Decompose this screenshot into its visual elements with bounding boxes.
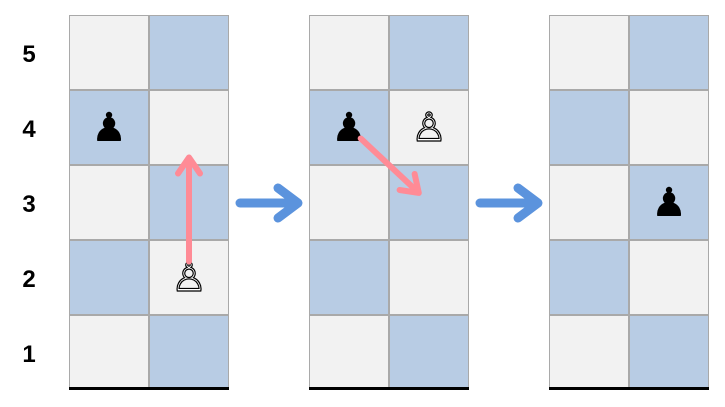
rank-label-5: 5 [22, 41, 36, 68]
square-b2 [389, 240, 469, 315]
square-b1 [149, 315, 229, 390]
board-bottom-edge [69, 387, 229, 390]
square-a2 [309, 240, 389, 315]
square-a3 [69, 165, 149, 240]
square-a5 [69, 15, 149, 90]
rank-label-1: 1 [22, 341, 36, 368]
square-b2 [629, 240, 709, 315]
square-b3 [149, 165, 229, 240]
board-bottom-edge [549, 387, 709, 390]
square-a2 [549, 240, 629, 315]
square-a1 [309, 315, 389, 390]
rank-label-2: 2 [22, 266, 36, 293]
board-step-3: ♟ [549, 15, 709, 390]
transition-arrow-icon [235, 183, 303, 223]
square-b3 [629, 165, 709, 240]
board-step-1: ♟♙ [69, 15, 229, 390]
square-b5 [629, 15, 709, 90]
square-b4 [629, 90, 709, 165]
black-pawn-icon: ♟ [91, 104, 127, 151]
square-b5 [389, 15, 469, 90]
square-a5 [309, 15, 389, 90]
square-a4 [549, 90, 629, 165]
rank-label-3: 3 [22, 191, 36, 218]
black-pawn-icon: ♟ [331, 104, 367, 151]
square-a1 [549, 315, 629, 390]
square-a2 [69, 240, 149, 315]
square-b1 [389, 315, 469, 390]
rank-label-4: 4 [22, 116, 36, 143]
white-pawn-icon: ♙ [410, 104, 447, 151]
black-pawn-icon: ♟ [651, 179, 687, 226]
square-b1 [629, 315, 709, 390]
square-a3 [549, 165, 629, 240]
board-step-2: ♟♙ [309, 15, 469, 390]
board-bottom-edge [309, 387, 469, 390]
white-pawn-icon: ♙ [170, 254, 207, 301]
transition-arrow-icon [475, 183, 543, 223]
square-a4 [69, 90, 149, 165]
square-b4 [149, 90, 229, 165]
square-b3 [389, 165, 469, 240]
square-a3 [309, 165, 389, 240]
square-b5 [149, 15, 229, 90]
square-a1 [69, 315, 149, 390]
square-a5 [549, 15, 629, 90]
